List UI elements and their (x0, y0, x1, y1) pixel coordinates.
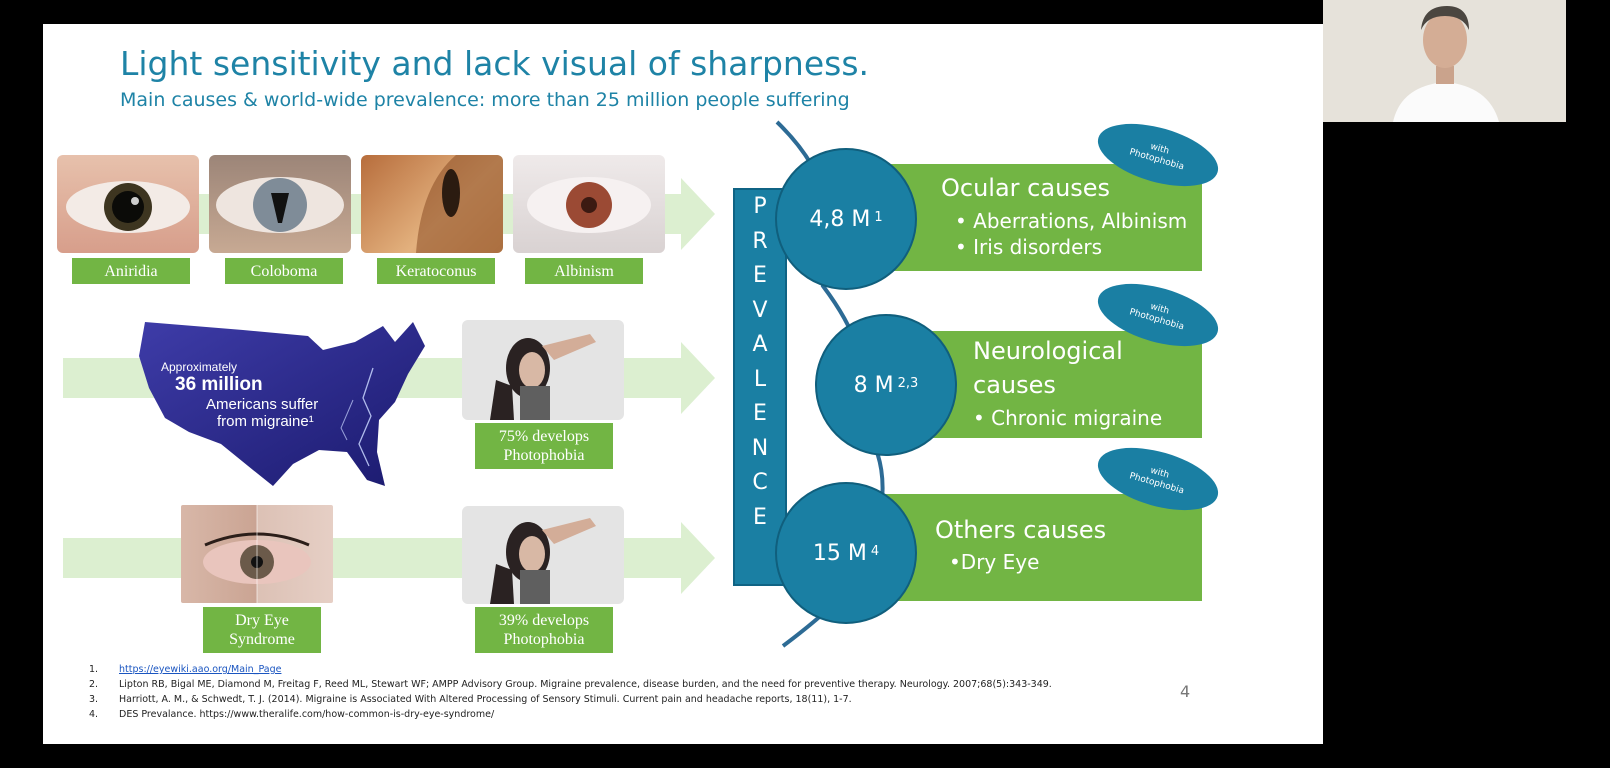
slide-page-number: 4 (1180, 682, 1191, 701)
prevalence-letter: A (752, 332, 768, 357)
albinism-label: Albinism (525, 258, 643, 284)
neurological-prevalence-value: 8 M (853, 372, 894, 398)
prevalence-letter: V (752, 297, 768, 323)
slide-title: Light sensitivity and lack visual of sha… (120, 44, 870, 83)
prevalence-letter: P (753, 194, 767, 219)
prevalence-letter: L (753, 366, 767, 392)
prevalence-letter: N (751, 435, 769, 461)
ocular-prevalence-ref: 1 (874, 209, 883, 225)
reference-row: 3.Harriott, A. M., & Schwedt, T. J. (201… (89, 694, 852, 705)
coloboma-label: Coloboma (225, 258, 343, 284)
ocular-bullet-2: • Iris disorders (955, 235, 1103, 259)
slide-subtitle: Main causes & world-wide prevalence: mor… (120, 89, 850, 111)
prevalence-bar: P R E V A L E N C E (733, 188, 787, 586)
albinism-eye-photo (513, 155, 665, 253)
migraine-woman-photo (462, 320, 624, 420)
reference-row: 2.Lipton RB, Bigal ME, Diamond M, Freita… (89, 679, 1052, 690)
flow-arrowhead-row-2 (681, 342, 715, 414)
flow-arrowhead-row-3 (681, 522, 715, 594)
references-list: 1.https://eyewiki.aao.org/Main_Page 2.Li… (89, 662, 1052, 722)
neurological-causes-box: Neurological causes • Chronic migraine (923, 331, 1202, 438)
eyewiki-link[interactable]: https://eyewiki.aao.org/Main_Page (119, 664, 282, 675)
flow-arrowhead-row-1 (681, 178, 715, 250)
prevalence-letter: C (752, 470, 768, 495)
aniridia-label: Aniridia (72, 258, 190, 284)
us-migraine-map: Approximately 36 million Americans suffe… (133, 316, 428, 496)
other-prevalence-value: 15 M (812, 540, 867, 566)
ocular-bullet-1: • Aberrations, Albinism (955, 209, 1188, 233)
map-text-approximately: Approximately (161, 360, 238, 374)
keratoconus-label: Keratoconus (377, 258, 495, 284)
ocular-causes-box: Ocular causes • Aberrations, Albinism • … (881, 164, 1202, 271)
prevalence-letter: E (753, 504, 767, 530)
map-text-36-million: 36 million (175, 374, 263, 395)
other-causes-box: Others causes •Dry Eye (881, 494, 1202, 601)
presentation-slide: Light sensitivity and lack visual of sha… (43, 24, 1323, 744)
neurological-bullet-1: • Chronic migraine (973, 406, 1163, 430)
prevalence-letter: E (753, 401, 767, 426)
reference-row: 4.DES Prevalance. https://www.theralife.… (89, 709, 495, 720)
neurological-causes-title-line2: causes (973, 371, 1056, 399)
neurological-causes-title-line1: Neurological (973, 337, 1123, 365)
coloboma-eye-photo (209, 155, 351, 253)
aniridia-eye-photo (57, 155, 199, 253)
other-causes-bullet-1: •Dry Eye (949, 550, 1040, 574)
other-causes-title: Others causes (935, 516, 1107, 544)
dry-eye-photo (181, 505, 333, 603)
neurological-prevalence-ref: 2,3 (897, 375, 919, 391)
prevalence-letter: E (753, 263, 767, 288)
ocular-prevalence-value: 4,8 M (809, 206, 871, 232)
other-prevalence-ref: 4 (870, 543, 880, 559)
map-text-americans-suffer: Americans suffer (206, 396, 319, 413)
keratoconus-eye-photo (361, 155, 503, 253)
prevalence-letter: R (752, 228, 768, 254)
map-text-from-migraine: from migraine¹ (217, 413, 314, 430)
presenter-webcam (1323, 0, 1566, 122)
dry-eye-woman-photo (462, 506, 624, 604)
reference-row: 1.https://eyewiki.aao.org/Main_Page (89, 664, 282, 675)
ocular-causes-title: Ocular causes (941, 174, 1111, 202)
